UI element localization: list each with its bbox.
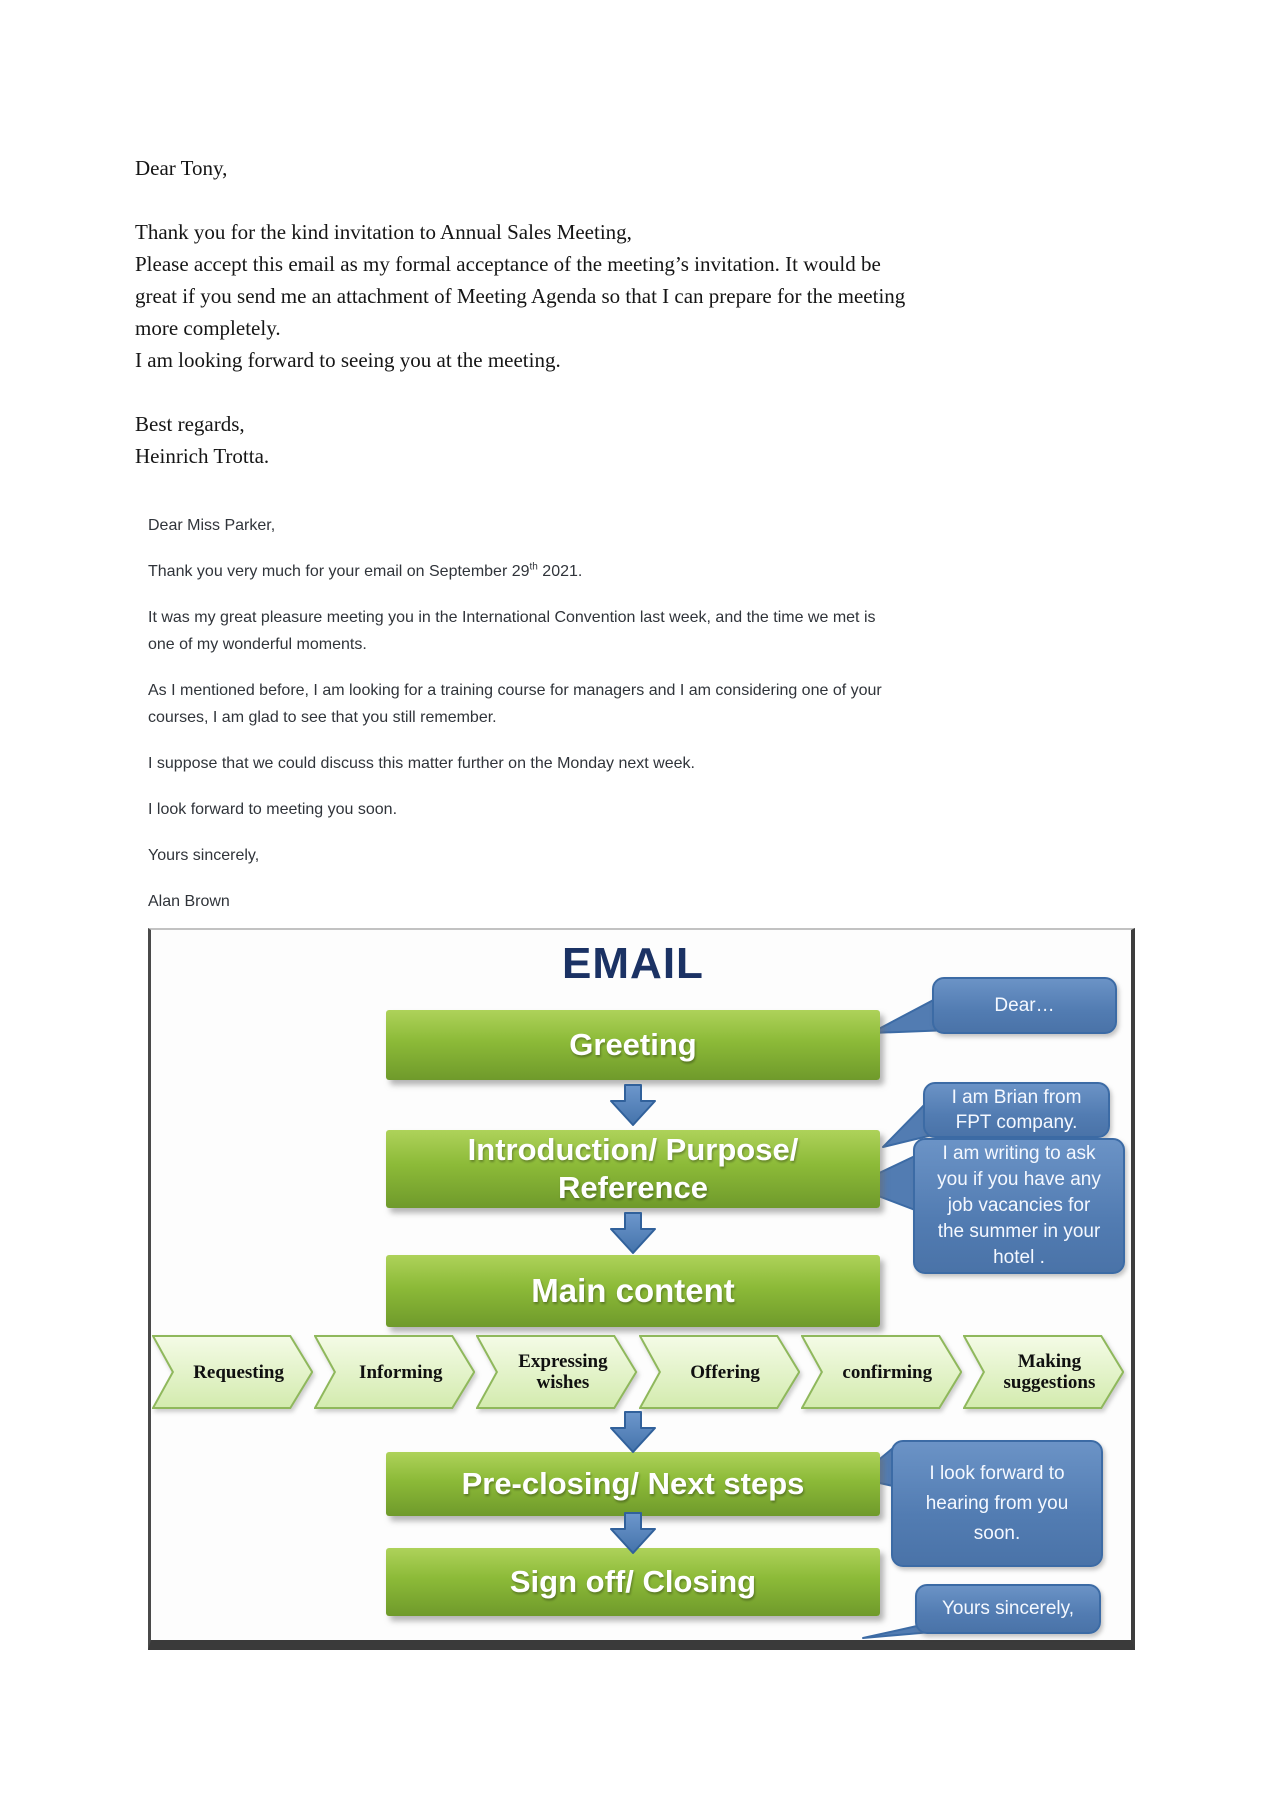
letter-line: Thank you for the kind invitation to Ann… <box>135 220 632 244</box>
letter-line: Please accept this email as my formal ac… <box>135 252 881 276</box>
blank-line <box>135 376 1035 408</box>
salutation: Dear Miss Parker, <box>148 517 276 534</box>
preclosing-box: Pre-closing/ Next steps <box>386 1452 880 1516</box>
speech-bubble-introduction: I am Brian from FPT company. <box>923 1082 1110 1138</box>
chevron-making-suggestions: Making suggestions <box>962 1335 1125 1409</box>
speech-bubble-purpose: I am writing to ask you if you have any … <box>913 1138 1125 1274</box>
diagram-title: EMAIL <box>562 939 704 988</box>
superscript-th: th <box>529 561 538 573</box>
closing: Best regards, <box>135 412 245 436</box>
signature: Heinrich Trotta. <box>135 444 270 468</box>
signoff-box: Sign off/ Closing <box>386 1548 880 1616</box>
salutation: Dear Tony, <box>135 156 228 180</box>
speech-bubble-signoff: Yours sincerely, <box>915 1584 1101 1634</box>
speech-bubble-greeting: Dear… <box>932 977 1117 1034</box>
letter-line: one of my wonderful moments. <box>148 636 367 653</box>
chevron-expressing-wishes: Expressing wishes <box>476 1335 638 1409</box>
greeting-box: Greeting <box>386 1010 880 1080</box>
acceptance-letter: Dear Tony, Thank you for the kind invita… <box>135 152 1035 472</box>
main-content-box: Main content <box>386 1255 880 1327</box>
main-content-functions-row: Requesting Informing Expressing wishes O… <box>152 1335 1125 1409</box>
speech-bubble-preclosing: I look forward to hearing from you soon. <box>891 1440 1103 1567</box>
down-arrow-icon <box>610 1084 656 1126</box>
blank-line <box>135 184 1035 216</box>
reply-letter: Dear Miss Parker, Thank you very much fo… <box>148 512 1048 934</box>
letter-line: great if you send me an attachment of Me… <box>135 284 906 308</box>
closing: Yours sincerely, <box>148 847 260 864</box>
letter-line: I suppose that we could discuss this mat… <box>148 755 695 772</box>
down-arrow-icon <box>610 1411 656 1453</box>
letter-line: It was my great pleasure meeting you in … <box>148 609 876 626</box>
chevron-requesting: Requesting <box>152 1335 314 1409</box>
chevron-confirming: confirming <box>800 1335 962 1409</box>
chevron-offering: Offering <box>638 1335 800 1409</box>
letter-line: courses, I am glad to see that you still… <box>148 709 497 726</box>
email-structure-diagram: EMAIL Greeting Introduction/ Purpose/ Re… <box>148 928 1135 1650</box>
letter-line: As I mentioned before, I am looking for … <box>148 682 882 699</box>
introduction-box: Introduction/ Purpose/ Reference <box>386 1130 880 1208</box>
thanks-line: Thank you very much for your email on Se… <box>148 561 583 580</box>
signature: Alan Brown <box>148 893 230 910</box>
down-arrow-icon <box>610 1512 656 1554</box>
letter-line: more completely. <box>135 316 281 340</box>
letter-line: I am looking forward to seeing you at th… <box>135 348 561 372</box>
chevron-informing: Informing <box>314 1335 476 1409</box>
letter-line: I look forward to meeting you soon. <box>148 801 398 818</box>
down-arrow-icon <box>610 1212 656 1254</box>
